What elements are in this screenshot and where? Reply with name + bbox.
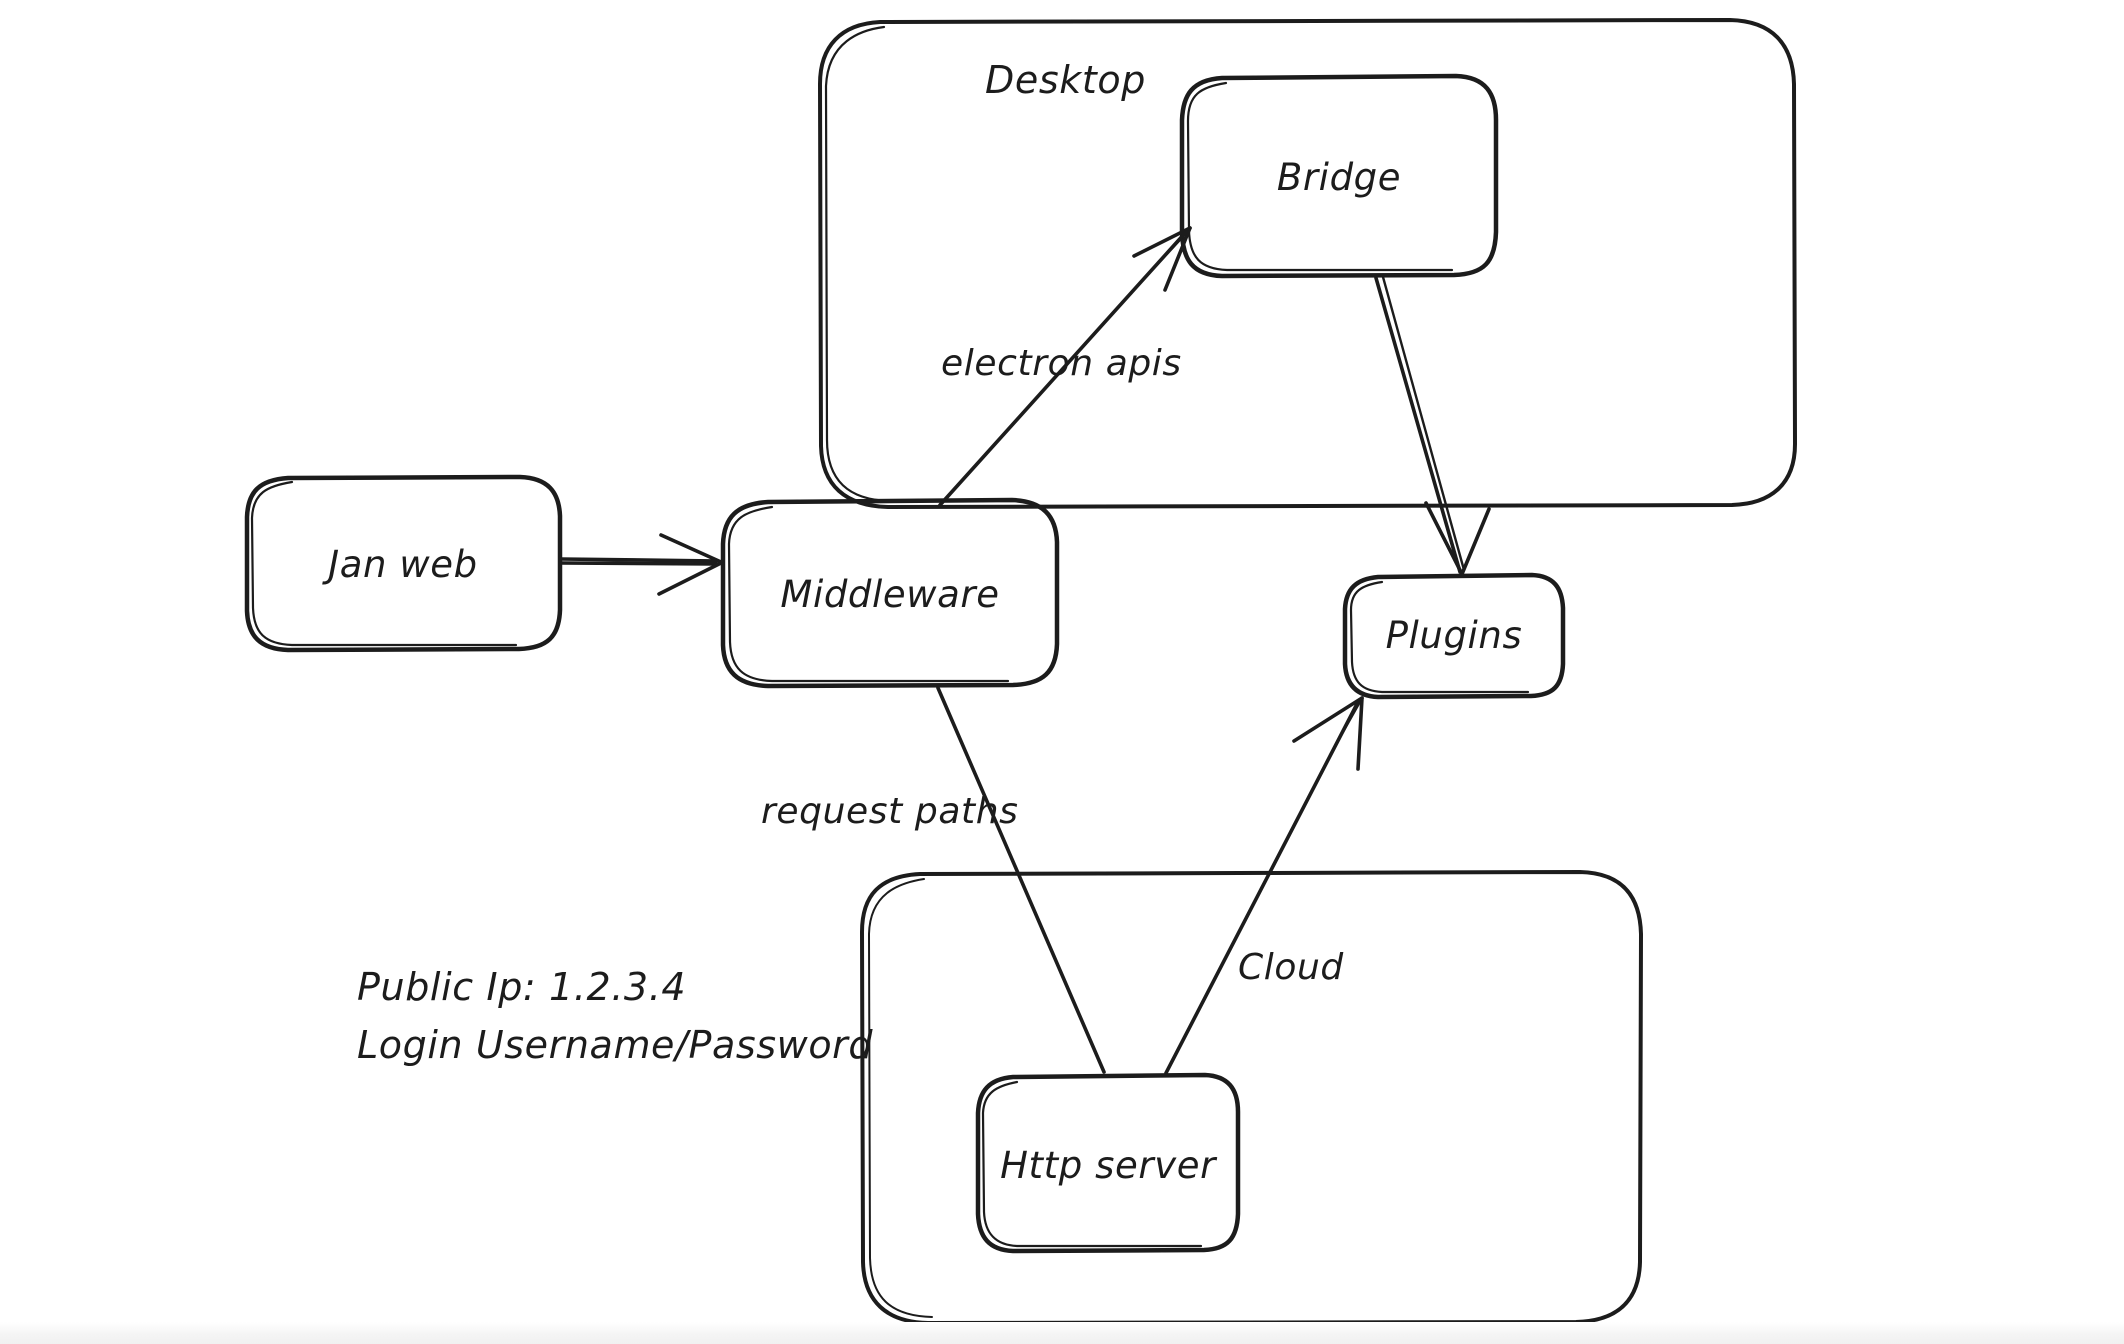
note-public-ip: Public Ip: 1.2.3.4 [357, 965, 686, 1009]
node-jan-web-outline [244, 474, 563, 653]
node-http-server-sketch-pass [981, 1080, 1203, 1248]
edge-bridge-to-plugins-line-2 [1381, 275, 1466, 572]
edge-http-server-to-plugins-line [1164, 700, 1360, 1075]
edge-label-electron-apis: electron apis [941, 343, 1182, 384]
edge-http-server-to-plugins-arrowhead-mid [1328, 698, 1363, 757]
edge-jan-to-middleware[interactable] [558, 533, 723, 596]
edge-middleware-to-bridge-arrowhead-left [1132, 226, 1192, 258]
node-plugins-sketch-pass [1349, 580, 1530, 694]
container-desktop-sketch-pass [824, 25, 892, 503]
node-jan-web-label: Jan web [321, 543, 478, 586]
notes-block: Public Ip: 1.2.3.4 Login Username/Passwo… [357, 965, 873, 1067]
note-login-credentials: Login Username/Password [357, 1023, 873, 1067]
node-jan-web-sketch-pass [250, 480, 518, 647]
edge-middleware-to-bridge-arrowhead-right [1163, 226, 1192, 292]
edge-middleware-to-http-server[interactable]: request paths [761, 686, 1106, 1074]
node-middleware-label: Middleware [780, 573, 999, 616]
node-http-server-label: Http server [1000, 1144, 1218, 1187]
edge-jan-to-middleware-line-2 [558, 561, 718, 566]
node-bridge[interactable]: Bridge [1179, 73, 1499, 279]
node-plugins-outline [1342, 572, 1566, 700]
node-plugins[interactable]: Plugins [1342, 572, 1566, 700]
edge-bridge-to-plugins-arrowhead-left [1424, 501, 1464, 576]
node-middleware[interactable]: Middleware [720, 497, 1060, 689]
container-desktop-outline [818, 18, 1797, 509]
edge-bridge-to-plugins[interactable] [1374, 275, 1491, 576]
node-middleware-sketch-pass [727, 505, 1010, 683]
edge-bridge-to-plugins-arrowhead-right [1460, 507, 1491, 576]
container-cloud-sketch-pass [868, 878, 933, 1318]
edge-http-server-to-plugins[interactable]: Cloud [1164, 696, 1364, 1075]
edge-middleware-to-http-server-line [936, 686, 1106, 1074]
node-http-server-outline [975, 1072, 1241, 1254]
bottom-edge-band [0, 1322, 2124, 1344]
node-bridge-label: Bridge [1277, 156, 1401, 199]
edge-label-request-paths: request paths [761, 791, 1018, 832]
edge-http-server-to-plugins-arrowhead-lower [1292, 696, 1364, 743]
container-desktop-label: Desktop [985, 58, 1146, 102]
node-bridge-outline [1179, 73, 1499, 279]
edge-jan-to-middleware-arrowhead-lower [657, 561, 723, 596]
container-desktop[interactable]: Desktop [818, 18, 1797, 509]
edge-middleware-to-bridge[interactable]: electron apis [938, 226, 1192, 507]
edge-jan-to-middleware-line [559, 557, 720, 563]
edge-label-cloud: Cloud [1238, 947, 1344, 988]
edge-jan-to-middleware-arrowhead-upper [659, 533, 723, 564]
node-plugins-label: Plugins [1386, 614, 1523, 657]
edge-middleware-to-bridge-line [938, 230, 1188, 507]
edge-bridge-to-plugins-line [1374, 276, 1462, 574]
edge-middleware-to-bridge-arrowhead-mid [1148, 228, 1191, 274]
edge-http-server-to-plugins-arrowhead-upper [1356, 696, 1364, 771]
node-middleware-outline [720, 497, 1060, 689]
node-http-server[interactable]: Http server [975, 1072, 1241, 1254]
node-jan-web[interactable]: Jan web [244, 474, 563, 653]
